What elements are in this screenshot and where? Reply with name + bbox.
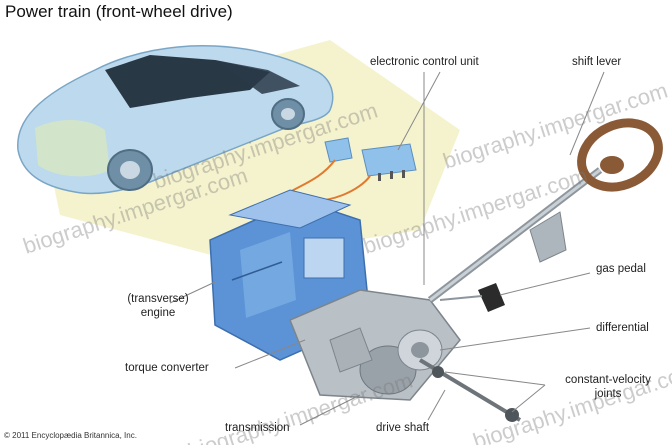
label-engine-line-1: (transverse) xyxy=(127,293,189,305)
label-torque-converter: torque converter xyxy=(125,362,209,374)
car-illustration xyxy=(17,44,334,195)
control-unit-illustration xyxy=(324,137,417,181)
label-engine: (transverse) engine xyxy=(118,292,198,320)
label-gas-pedal: gas pedal xyxy=(596,263,646,275)
drive-shaft-illustration xyxy=(418,358,522,422)
label-electronic-control-unit: electronic control unit xyxy=(370,56,479,68)
transmission-illustration xyxy=(289,289,461,401)
diagram-title: Power train (front-wheel drive) xyxy=(5,2,233,21)
gas-pedal-illustration xyxy=(478,283,505,312)
leader-lines xyxy=(169,71,605,426)
label-engine-line-2: engine xyxy=(140,307,176,319)
label-differential: differential xyxy=(596,322,649,334)
label-drive-shaft: drive shaft xyxy=(376,422,430,434)
steering-wheel-illustration xyxy=(577,118,663,192)
label-shift-lever: shift lever xyxy=(572,56,622,68)
label-constant-velocity-joints: constant-velocity joints xyxy=(548,373,668,401)
label-transmission: transmission xyxy=(225,422,290,434)
copyright-credit: © 2011 Encyclopædia Britannica, Inc. xyxy=(4,431,137,440)
label-cv-line-2: joints xyxy=(594,388,622,400)
label-cv-line-1: constant-velocity xyxy=(565,374,651,386)
steering-column-illustration xyxy=(427,167,603,303)
